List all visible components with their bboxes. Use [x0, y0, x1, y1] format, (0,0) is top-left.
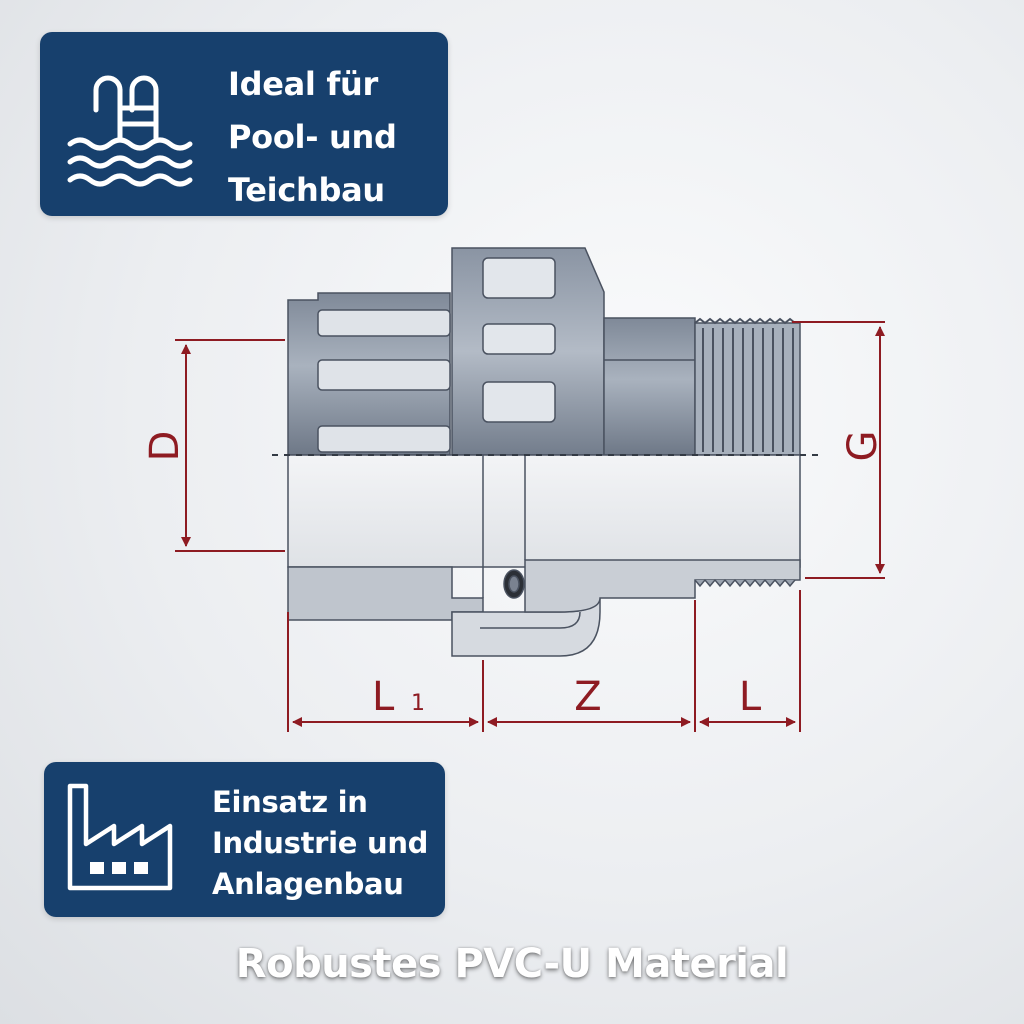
dimension-label-g: G — [840, 431, 886, 462]
industry-badge-line-1: Einsatz in — [212, 785, 368, 819]
dimension-label-l1-main: L — [372, 674, 395, 720]
industry-badge-line-3: Anlagenbau — [212, 867, 404, 901]
industry-badge-line-2: Industrie und — [212, 826, 429, 860]
fitting-section-half — [287, 454, 801, 657]
pool-ladder-icon — [67, 75, 193, 187]
pool-badge-text: Ideal für Pool- und Teichbau — [228, 58, 397, 217]
industry-badge-text: Einsatz in Industrie und Anlagenbau — [212, 782, 428, 905]
factory-icon — [67, 783, 173, 891]
pool-badge-line-2: Pool- und — [228, 118, 397, 156]
thread-lines — [694, 317, 796, 452]
pool-badge-line-1: Ideal für — [228, 65, 379, 103]
pool-badge: Ideal für Pool- und Teichbau — [40, 32, 448, 216]
footer-caption: Robustes PVC-U Material — [235, 941, 789, 987]
dimension-label-l1-sub: 1 — [411, 691, 425, 716]
dimension-label-z: Z — [574, 674, 601, 720]
dimension-label-l: L — [739, 674, 762, 720]
industry-badge: Einsatz in Industrie und Anlagenbau — [44, 762, 445, 917]
dimension-label-d: D — [142, 431, 188, 462]
pool-badge-line-3: Teichbau — [228, 171, 385, 209]
dimension-lines — [175, 321, 885, 732]
dimension-label-l1: L 1 — [372, 674, 425, 720]
